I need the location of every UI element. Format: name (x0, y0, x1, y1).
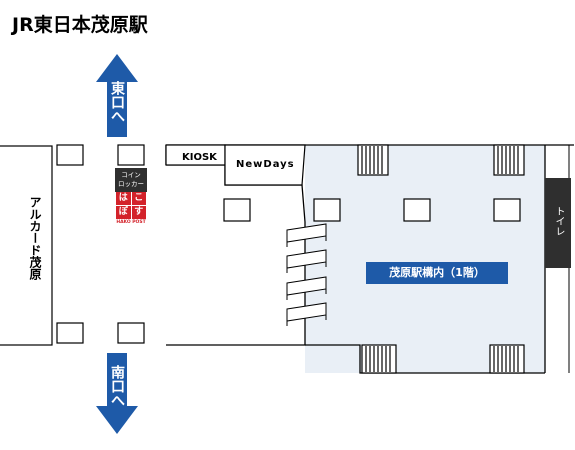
pillar (56, 144, 84, 166)
station-title: JR東日本茂原駅 (12, 14, 148, 36)
east-exit-arrow[interactable] (96, 54, 138, 137)
station-wall-inner (166, 164, 306, 346)
coin-locker-label-line1: コイン (121, 171, 141, 179)
coin-locker-label-line2: ロッカー (118, 180, 144, 188)
coin-locker[interactable]: コイン ロッカー (115, 168, 147, 192)
newdays-shop[interactable] (224, 144, 306, 186)
hako-post-char: は (116, 192, 131, 205)
arcade-building (0, 145, 53, 346)
stairs-top-right[interactable] (493, 144, 525, 176)
arcade-label: アルカード茂原 (28, 196, 42, 280)
concourse-label: 茂原駅構内（1階） (366, 262, 508, 284)
station-wall-bottom (305, 344, 545, 374)
pillar (493, 198, 521, 222)
pillar (223, 198, 251, 222)
hako-post-logo: は こ ぽ す HAKO POST (114, 192, 148, 228)
pillar (403, 198, 431, 222)
hako-post-char: こ (131, 192, 146, 205)
newdays-label: NewDays (236, 159, 295, 170)
stairs-top-left[interactable] (357, 144, 389, 176)
hako-post-char: ぽ (116, 206, 131, 219)
east-exit-label[interactable]: 東口へ (109, 81, 125, 123)
toilet-block[interactable] (545, 178, 571, 268)
hako-post-sub: HAKO POST (116, 220, 146, 225)
stairs-bottom-left[interactable] (361, 344, 397, 374)
concourse-area (305, 145, 545, 373)
pillar (117, 322, 145, 344)
stairs-bottom-right[interactable] (489, 344, 525, 374)
south-exit-label[interactable]: 南口へ (109, 365, 125, 407)
pillar (313, 198, 341, 222)
pillar (117, 144, 145, 166)
south-exit-arrow[interactable] (96, 353, 138, 434)
toilet-label: トイレ (553, 206, 564, 236)
pillar (56, 322, 84, 344)
kiosk-label: KIOSK (182, 152, 217, 163)
ticket-machines (286, 223, 327, 326)
hako-post-char: す (131, 206, 146, 219)
